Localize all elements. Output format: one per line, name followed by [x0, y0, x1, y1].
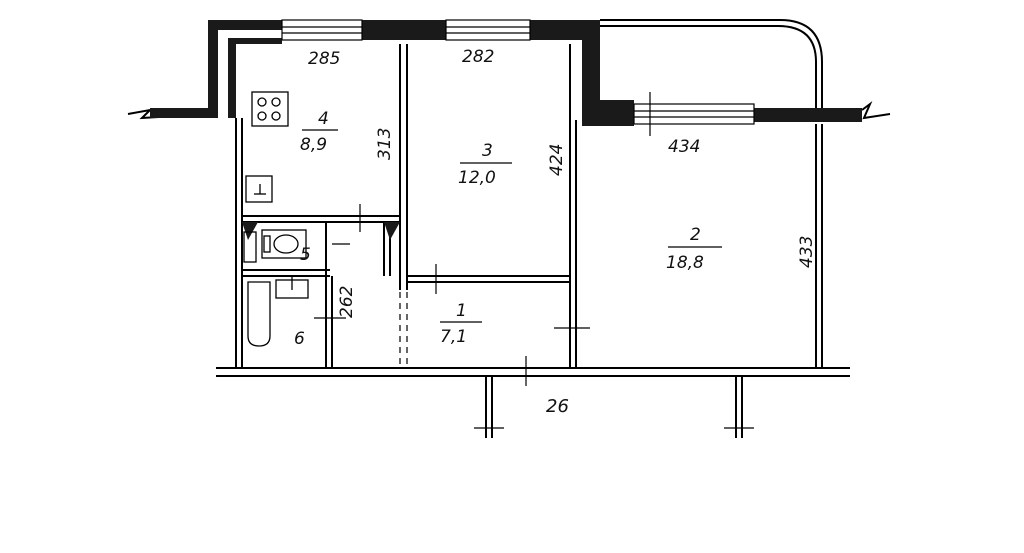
wall-top-left: [150, 20, 282, 118]
kitchen-sink-icon: [245, 175, 273, 203]
balcony-outline: [600, 19, 823, 108]
room-4-number: 4: [318, 109, 329, 129]
window-room3: [445, 19, 531, 41]
room-6-number: 6: [294, 329, 305, 349]
room-1-number: 1: [456, 301, 467, 321]
windows: [281, 19, 755, 125]
room-4-area: 8,9: [300, 135, 327, 155]
dim-kitchen-width: 285: [308, 49, 340, 69]
dim-corridor: 26: [546, 396, 569, 417]
fixtures: [243, 91, 309, 347]
wall-left-inner: [228, 38, 282, 118]
window-kitchen: [281, 19, 363, 41]
stove-icon: [251, 91, 289, 127]
room-labels: 4 8,9 3 12,0 2 18,8 1 7,1 5 6: [294, 109, 722, 349]
balcony-outline-inner: [600, 25, 817, 108]
dim-room2-width: 434: [668, 137, 700, 157]
room-2-area: 18,8: [666, 253, 704, 273]
dimension-ticks: [314, 92, 651, 386]
toilet-icon: [261, 229, 307, 259]
dim-room2-depth: 433: [797, 236, 817, 268]
right-break-line: [861, 100, 891, 120]
wall-right-top: [754, 108, 862, 122]
dim-room3-depth: 424: [547, 144, 567, 176]
dim-room3-width: 282: [462, 47, 494, 67]
dim-bath-depth: 262: [337, 286, 357, 318]
room-2-number: 2: [690, 225, 701, 245]
wc-sink-icon: [243, 231, 257, 263]
door-leaf-2: [242, 222, 258, 240]
wall-top-mid: [362, 20, 446, 40]
exterior-walls: [127, 19, 891, 126]
room-3-area: 12,0: [458, 168, 496, 188]
door-leaf-1: [384, 222, 400, 240]
room-5-number: 5: [300, 245, 311, 265]
wall-step-right: [530, 20, 634, 126]
window-room2: [633, 103, 755, 125]
dimension-labels: 285 282 313 424 434 433 262 26: [308, 47, 817, 417]
interior-walls: [216, 44, 850, 438]
room-1-area: 7,1: [440, 327, 467, 347]
dim-kitchen-depth: 313: [375, 128, 395, 160]
bathtub-icon: [247, 281, 271, 347]
room-3-number: 3: [482, 141, 493, 161]
